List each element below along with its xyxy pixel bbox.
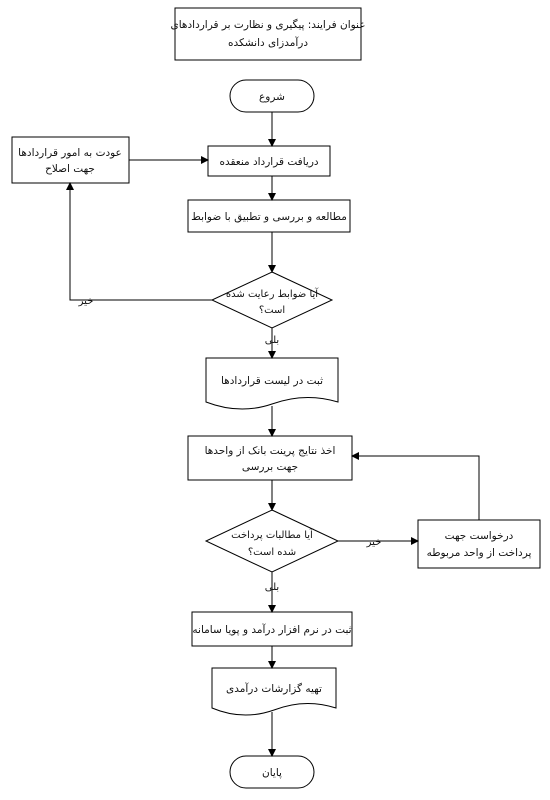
reports-document: تهیه گزارشات درآمدی (211, 667, 337, 716)
decision-1-line-1: آیا ضوابط رعایت شده (226, 287, 319, 300)
reports-label: تهیه گزارشات درآمدی (226, 682, 322, 695)
bank-results-line-2: جهت بررسی (242, 461, 298, 473)
return-box: عودت به امور قراردادها جهت اصلاح (11, 136, 130, 184)
decision-1-line-2: است؟ (259, 305, 285, 316)
end-terminator: پایان (229, 755, 315, 789)
payment-request-line-2: پرداخت از واحد مربوطه (427, 547, 532, 559)
decision-2: آیا مطالبات پرداخت شده است؟ (204, 509, 340, 573)
payment-request-line-1: درخواست جهت (445, 530, 514, 542)
start-label: شروع (259, 91, 285, 103)
edge-decision1-no (66, 182, 212, 301)
bank-results-box: اخذ نتایج پرینت بانک از واحدها جهت بررسی (187, 435, 353, 481)
edge-payment-bank (351, 452, 480, 520)
decision-2-line-2: شده است؟ (248, 547, 296, 558)
register-list-document: ثبت در لیست قراردادها (205, 357, 339, 410)
decision-2-no-label: خیر (366, 537, 382, 548)
receive-contract-label: دریافت قرارداد منعقده (219, 156, 318, 168)
review-label: مطالعه و بررسی و تطبیق با ضوابط (191, 211, 347, 223)
review-box: مطالعه و بررسی و تطبیق با ضوابط (187, 199, 351, 233)
decision-1-yes-label: بلی (265, 335, 279, 346)
register-software-box: ثبت در نرم افزار درآمد و پویا سامانه (191, 611, 353, 647)
title-line-1: عنوان فرایند: پیگیری و نظارت بر قرارداده… (171, 18, 366, 31)
decision-2-yes-label: بلی (265, 582, 279, 593)
payment-request-box: درخواست جهت پرداخت از واحد مربوطه (417, 519, 541, 569)
receive-contract-box: دریافت قرارداد منعقده (207, 145, 331, 177)
bank-results-line-1: اخذ نتایج پرینت بانک از واحدها (205, 445, 336, 457)
decision-2-line-1: آیا مطالبات پرداخت (231, 528, 314, 541)
end-label: پایان (262, 767, 282, 779)
title-line-2: درآمدزای دانشکده (228, 36, 308, 49)
title-box: عنوان فرایند: پیگیری و نظارت بر قرارداده… (171, 7, 366, 61)
start-terminator: شروع (229, 79, 315, 113)
decision-1-no-label: خیر (78, 296, 94, 307)
register-list-label: ثبت در لیست قراردادها (221, 375, 323, 387)
return-line-1: عودت به امور قراردادها (18, 147, 122, 159)
register-software-label: ثبت در نرم افزار درآمد و پویا سامانه (192, 623, 351, 636)
return-line-2: جهت اصلاح (45, 163, 95, 175)
decision-1: آیا ضوابط رعایت شده است؟ (210, 271, 334, 329)
